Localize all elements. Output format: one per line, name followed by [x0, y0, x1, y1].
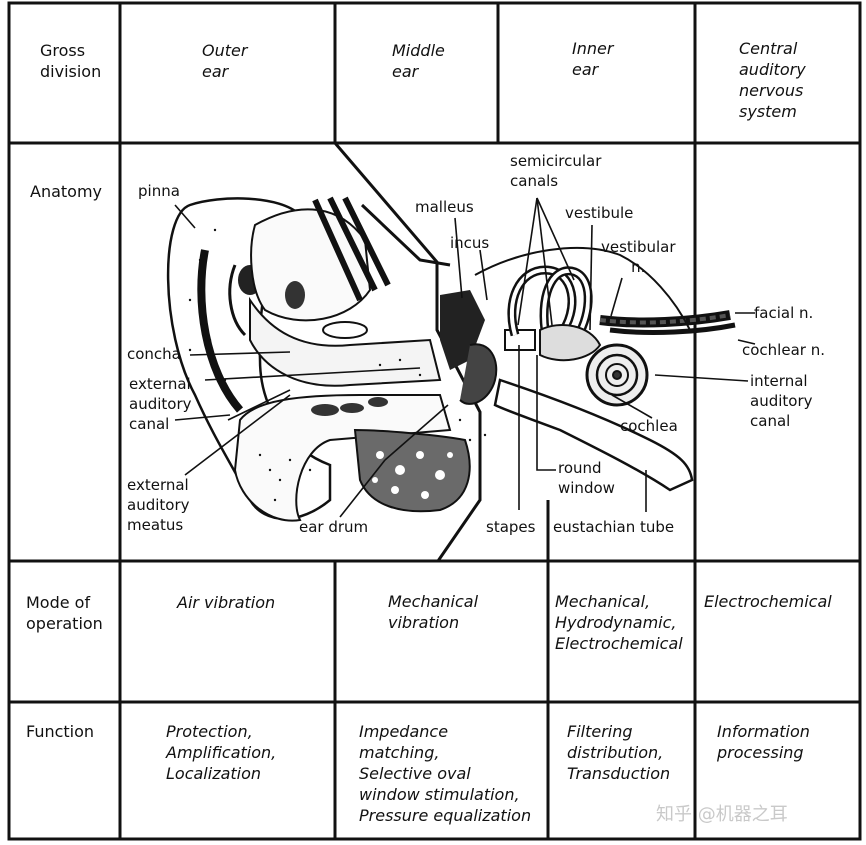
mode-outer: Air vibration	[177, 593, 276, 612]
mode-middle: Mechanical vibration	[388, 592, 479, 632]
label-external-auditory-canal: external auditory canal	[129, 375, 192, 433]
row-label-function: Function	[26, 722, 95, 741]
watermark: 知乎 @机器之耳	[656, 804, 788, 825]
label-facial-nerve: facial n.	[754, 304, 814, 322]
header-middle-ear: Middle ear	[392, 41, 445, 81]
header-central-system: Central auditory nervous system	[739, 39, 806, 121]
function-middle: Impedance matching, Selective oval windo…	[359, 722, 532, 825]
function-inner: Filtering distribution, Transduction	[567, 722, 671, 783]
label-internal-auditory-canal: internal auditory canal	[750, 372, 813, 430]
header-inner-ear: Inner ear	[572, 39, 614, 79]
label-eustachian-tube: eustachian tube	[553, 518, 675, 536]
label-cochlea: cochlea	[620, 417, 678, 435]
mode-inner: Mechanical, Hydrodynamic, Electrochemica…	[555, 592, 683, 653]
label-concha: concha	[127, 345, 181, 363]
label-vestibular-nerve: vestibular n.	[601, 238, 676, 276]
function-outer: Protection, Amplification, Localization	[166, 722, 277, 783]
label-semicircular-canals: semicircular canals	[510, 152, 602, 190]
label-stapes: stapes	[486, 518, 536, 536]
label-ear-drum: ear drum	[299, 518, 369, 536]
label-incus: incus	[450, 234, 490, 252]
leader-lines	[174, 197, 756, 518]
row-label-mode: Mode of operation	[26, 593, 103, 633]
label-round-window: round window	[558, 459, 615, 497]
function-central: Information processing	[717, 722, 810, 762]
label-vestibule: vestibule	[565, 204, 634, 222]
label-pinna: pinna	[138, 182, 180, 200]
mode-central: Electrochemical	[704, 592, 832, 611]
header-outer-ear: Outer ear	[202, 41, 248, 81]
label-malleus: malleus	[415, 198, 474, 216]
row-label-anatomy: Anatomy	[30, 182, 103, 201]
ear-anatomy-drawing	[166, 196, 736, 522]
label-external-auditory-meatus: external auditory meatus	[127, 476, 190, 534]
label-cochlear-nerve: cochlear n.	[742, 341, 825, 359]
header-gross-division: Gross division	[40, 41, 102, 81]
